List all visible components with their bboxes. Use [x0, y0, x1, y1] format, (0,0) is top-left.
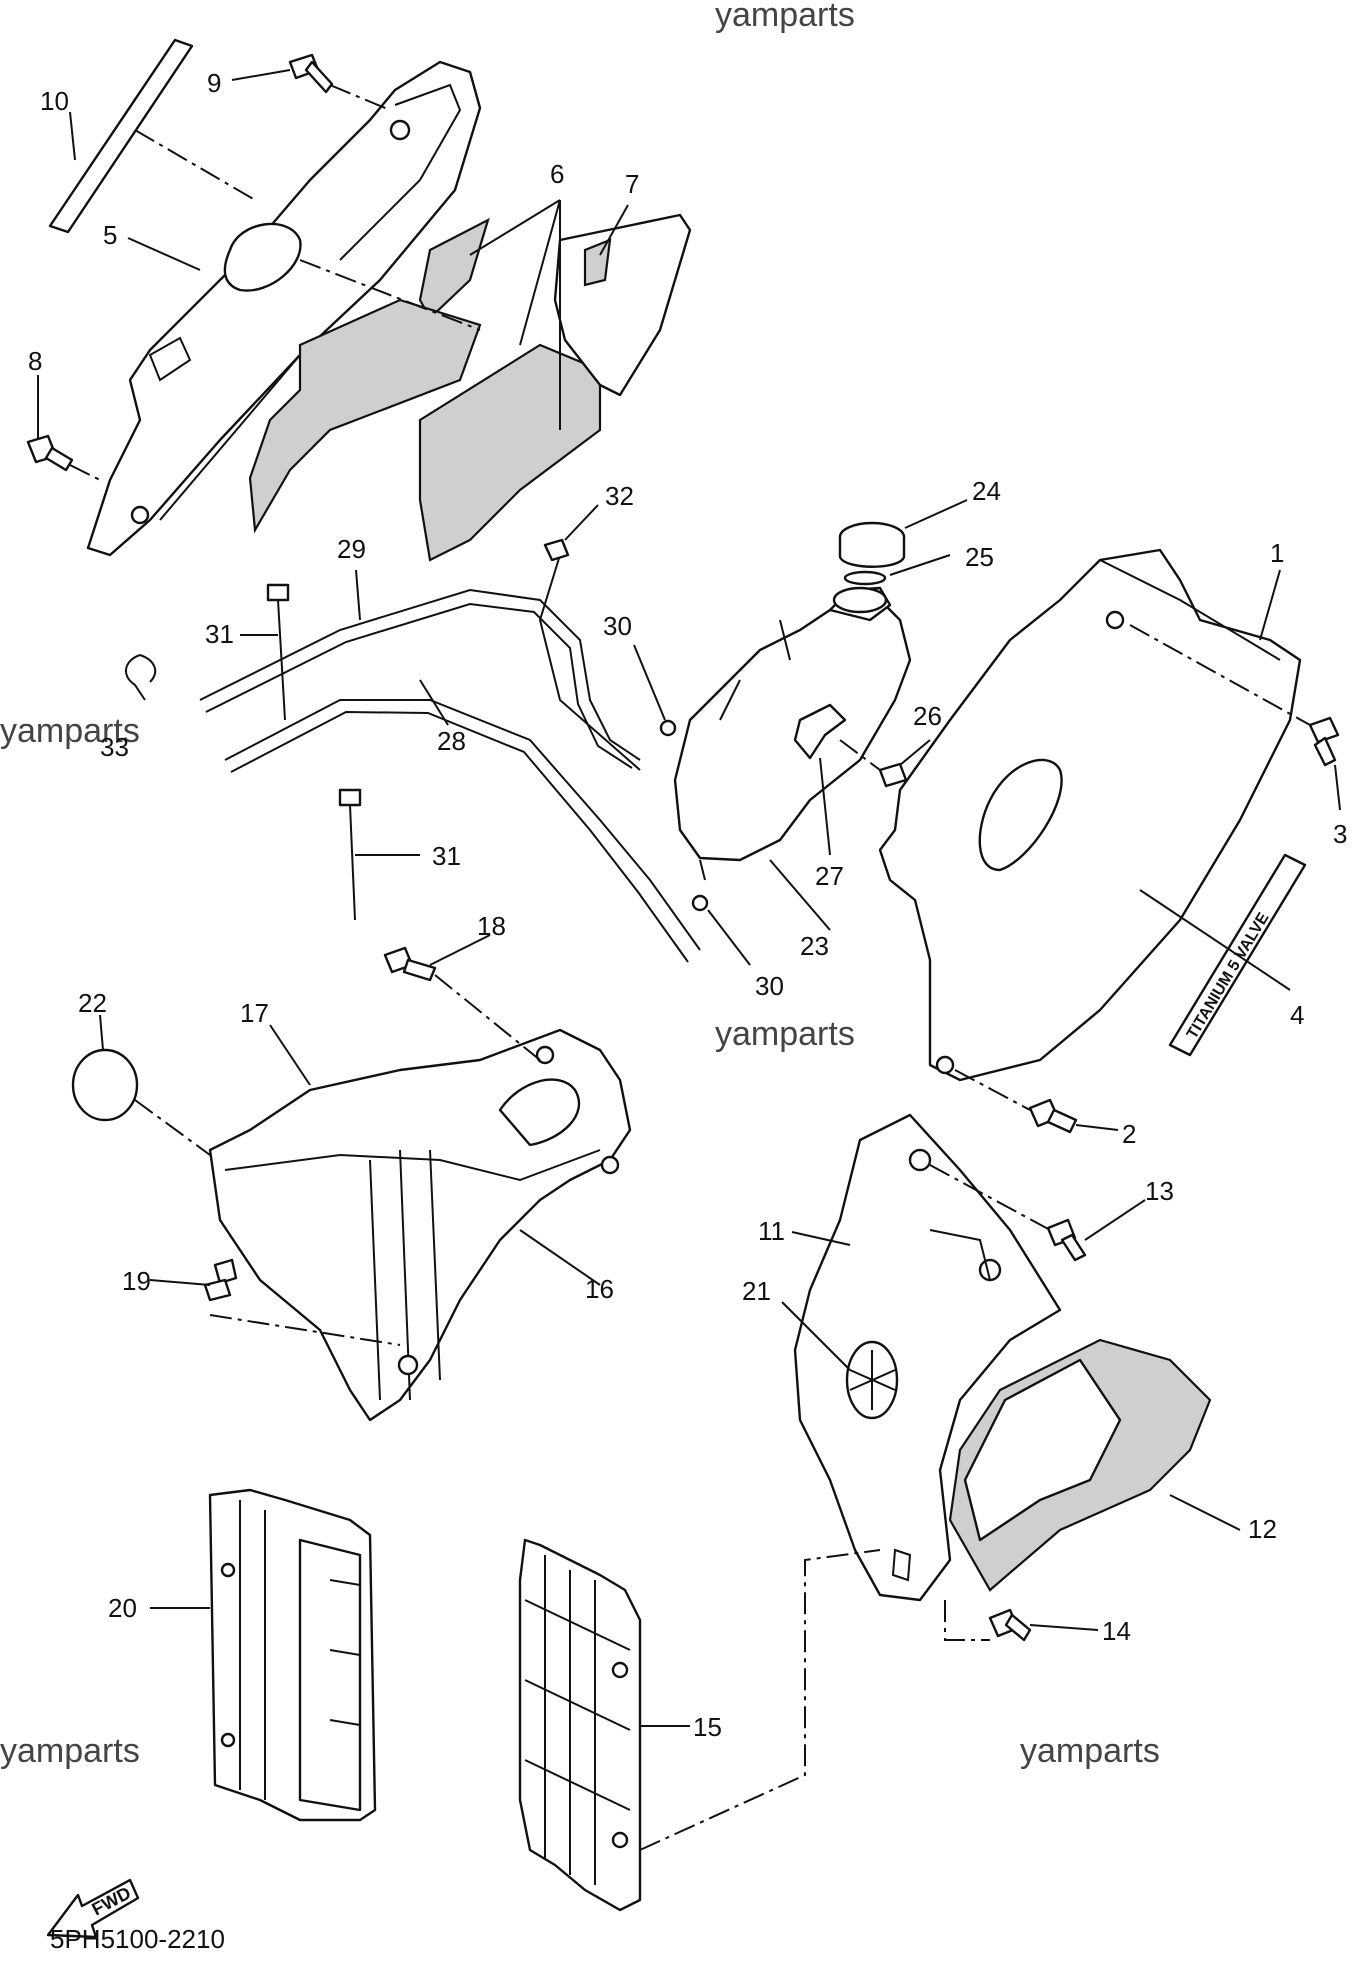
- side-cover-panel-12[interactable]: [948, 1338, 1212, 1592]
- breather-hose-29[interactable]: [199, 554, 641, 771]
- callout-33[interactable]: 33: [100, 732, 129, 762]
- cable-tie-31-upper[interactable]: [266, 583, 290, 721]
- callout-24[interactable]: 24: [972, 476, 1001, 506]
- callout-25[interactable]: 25: [965, 542, 994, 572]
- radiator-guard-20[interactable]: [208, 1488, 377, 1822]
- diagram-code: 5PH5100-2210: [50, 1924, 225, 1954]
- leader-lines: [37, 69, 1341, 1851]
- callout-labels: 1 2 3 4 5 6 7 8 9 10 11 12 13 14 15 16 1…: [28, 68, 1347, 1742]
- callout-22[interactable]: 22: [78, 988, 107, 1018]
- seal-disc-22[interactable]: [71, 1048, 139, 1122]
- callout-12[interactable]: 12: [1248, 1514, 1277, 1544]
- callout-14[interactable]: 14: [1102, 1616, 1131, 1646]
- breather-hose-28[interactable]: [224, 699, 701, 963]
- clamp-30-upper[interactable]: [659, 719, 677, 737]
- callout-30-upper[interactable]: 30: [603, 611, 632, 641]
- callout-4[interactable]: 4: [1290, 1000, 1304, 1030]
- callout-31-lower[interactable]: 31: [432, 841, 461, 871]
- callout-21[interactable]: 21: [742, 1276, 771, 1306]
- reservoir-cap-24[interactable]: [838, 521, 906, 568]
- cable-tie-31-lower[interactable]: [338, 788, 362, 921]
- grommet-19[interactable]: [203, 1258, 238, 1302]
- callout-6[interactable]: 6: [550, 159, 564, 189]
- radiator-louver-15[interactable]: [518, 1538, 642, 1912]
- bolt-9[interactable]: [288, 53, 334, 94]
- callout-1[interactable]: 1: [1270, 538, 1284, 568]
- callout-9[interactable]: 9: [207, 68, 221, 98]
- callout-13[interactable]: 13: [1145, 1176, 1174, 1206]
- side-cover-11[interactable]: [793, 1113, 1062, 1602]
- bolt-14[interactable]: [988, 1608, 1032, 1642]
- callout-20[interactable]: 20: [108, 1593, 137, 1623]
- callout-3[interactable]: 3: [1333, 819, 1347, 849]
- watermark-right-lower: yamparts: [1020, 1732, 1160, 1770]
- callout-23[interactable]: 23: [800, 931, 829, 961]
- callout-19[interactable]: 19: [122, 1266, 151, 1296]
- callout-7[interactable]: 7: [625, 169, 639, 199]
- callout-30-lower[interactable]: 30: [755, 971, 784, 1001]
- watermark-center: yamparts: [715, 1015, 855, 1053]
- clamp-30-lower[interactable]: [691, 894, 709, 912]
- radiator-cover-17[interactable]: [208, 1028, 632, 1422]
- callout-15[interactable]: 15: [693, 1712, 722, 1742]
- callout-10[interactable]: 10: [40, 86, 69, 116]
- callout-5[interactable]: 5: [103, 220, 117, 250]
- bolt-8[interactable]: [26, 434, 74, 472]
- collar-27[interactable]: [793, 703, 847, 760]
- shroud-panel-7[interactable]: [553, 213, 692, 397]
- callout-29[interactable]: 29: [337, 534, 366, 564]
- left-air-shroud-5[interactable]: [86, 60, 482, 557]
- callout-27[interactable]: 27: [815, 861, 844, 891]
- decal-strip-10[interactable]: [48, 38, 194, 234]
- hose-clamp-32[interactable]: [543, 538, 570, 562]
- watermark-left-upper: yamparts: [0, 712, 140, 750]
- bolt-3[interactable]: [1308, 716, 1340, 767]
- callout-28[interactable]: 28: [437, 726, 466, 756]
- coolant-reservoir-23[interactable]: [673, 586, 912, 881]
- bolt-13[interactable]: [1046, 1218, 1087, 1262]
- callout-2[interactable]: 2: [1122, 1119, 1136, 1149]
- callout-18[interactable]: 18: [477, 911, 506, 941]
- right-air-shroud-1[interactable]: [878, 548, 1302, 1082]
- callout-8[interactable]: 8: [28, 346, 42, 376]
- clip-33[interactable]: [125, 654, 157, 701]
- bolt-26[interactable]: [878, 762, 908, 788]
- inner-shroud-panels-6[interactable]: [248, 217, 602, 562]
- decal-text: TITANIUM 5 VALVE: [1184, 910, 1273, 1042]
- callout-11[interactable]: 11: [758, 1216, 785, 1246]
- callout-26[interactable]: 26: [913, 701, 942, 731]
- watermark-left-lower: yamparts: [0, 1732, 140, 1770]
- callout-17[interactable]: 17: [240, 998, 269, 1028]
- bolt-2[interactable]: [1028, 1098, 1078, 1134]
- watermark-top: yamparts: [715, 0, 855, 34]
- yamaha-emblem-21[interactable]: [845, 1340, 899, 1420]
- callout-16[interactable]: 16: [585, 1274, 614, 1304]
- cap-seal-25[interactable]: [843, 570, 887, 586]
- callout-32[interactable]: 32: [605, 481, 634, 511]
- callout-31-upper[interactable]: 31: [205, 619, 234, 649]
- bolt-18[interactable]: [383, 946, 437, 982]
